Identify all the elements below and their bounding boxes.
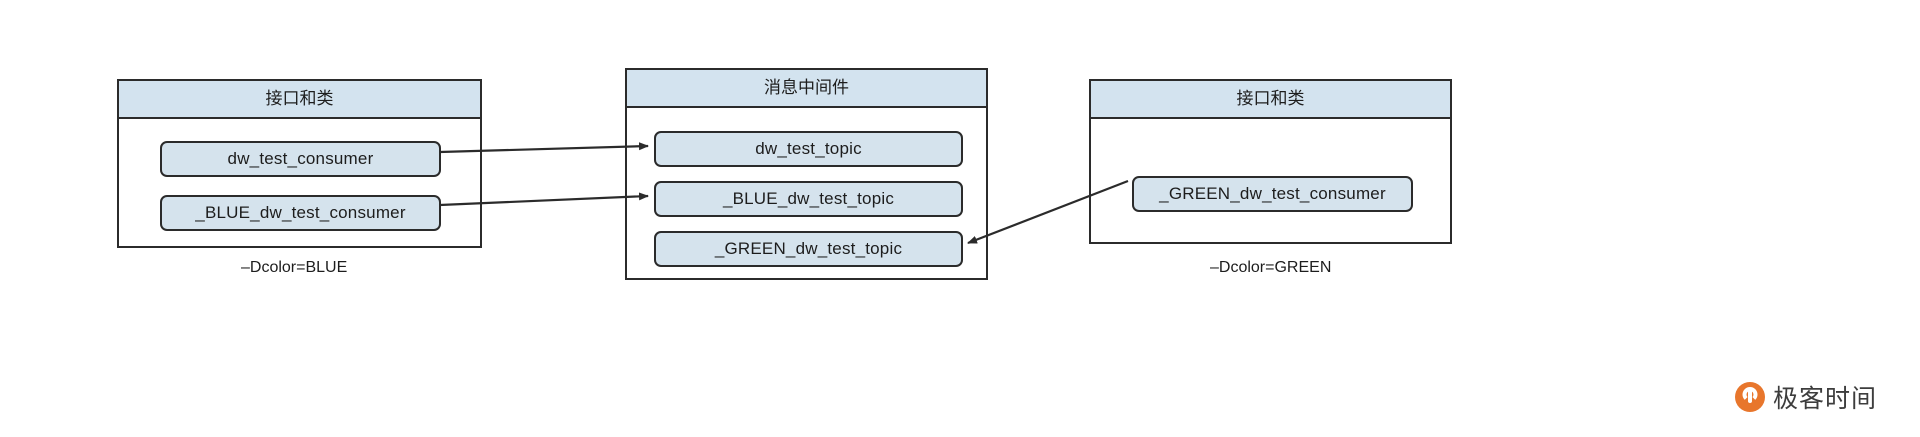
package-middle-message-middleware: 消息中间件 dw_test_topic _BLUE_dw_test_topic … xyxy=(625,68,988,280)
node-dw-test-consumer[interactable]: dw_test_consumer xyxy=(160,141,441,177)
package-right-body: _GREEN_dw_test_consumer xyxy=(1091,119,1450,242)
package-left-title: 接口和类 xyxy=(119,81,480,119)
watermark: 极客时间 xyxy=(1735,379,1877,415)
node-green-dw-test-consumer[interactable]: _GREEN_dw_test_consumer xyxy=(1132,176,1413,212)
node-blue-dw-test-topic[interactable]: _BLUE_dw_test_topic xyxy=(654,181,963,217)
node-green-dw-test-topic[interactable]: _GREEN_dw_test_topic xyxy=(654,231,963,267)
caption-left-dcolor-blue: –Dcolor=BLUE xyxy=(241,259,348,276)
caption-right-dcolor-green: –Dcolor=GREEN xyxy=(1210,259,1332,276)
package-middle-body: dw_test_topic _BLUE_dw_test_topic _GREEN… xyxy=(627,108,986,278)
geekbang-logo-icon xyxy=(1735,382,1765,412)
watermark-text: 极客时间 xyxy=(1773,384,1878,413)
package-right-title: 接口和类 xyxy=(1091,81,1450,119)
package-middle-title: 消息中间件 xyxy=(627,70,986,108)
package-right-interfaces-and-classes: 接口和类 _GREEN_dw_test_consumer xyxy=(1089,79,1452,244)
package-left-body: dw_test_consumer _BLUE_dw_test_consumer xyxy=(119,119,480,246)
node-blue-dw-test-consumer[interactable]: _BLUE_dw_test_consumer xyxy=(160,195,441,231)
package-left-interfaces-and-classes: 接口和类 dw_test_consumer _BLUE_dw_test_cons… xyxy=(117,79,482,248)
node-dw-test-topic[interactable]: dw_test_topic xyxy=(654,131,963,167)
